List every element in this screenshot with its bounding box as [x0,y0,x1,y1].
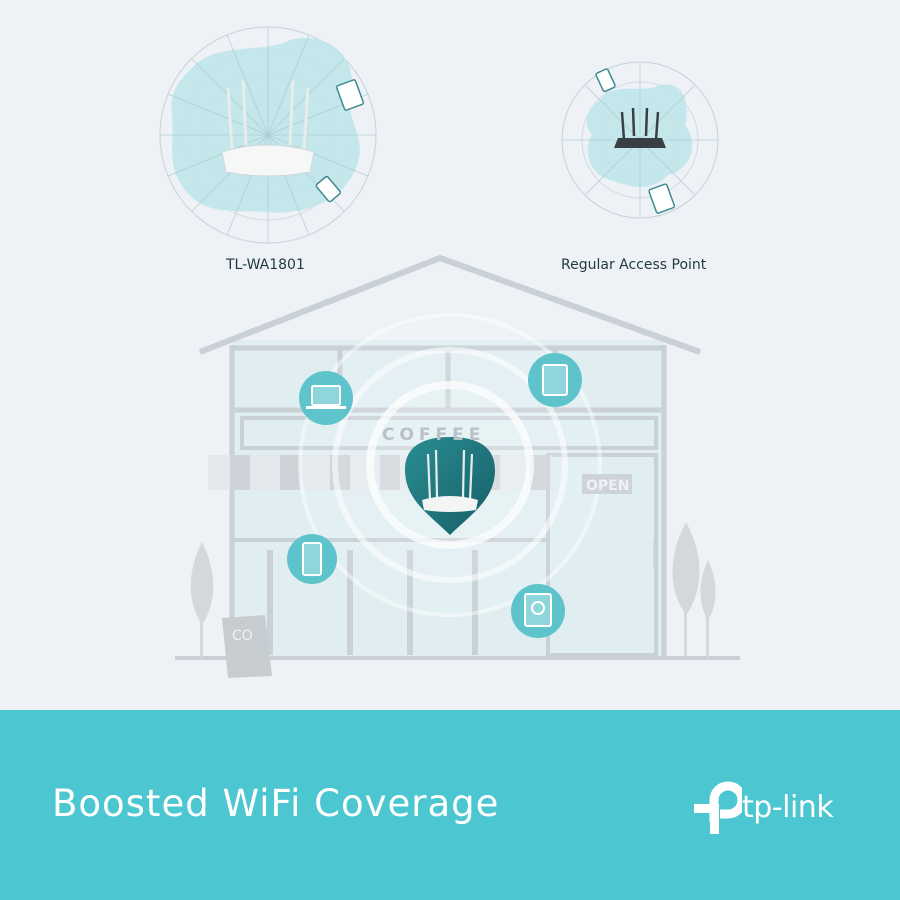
phone-icon [302,542,322,576]
laptop-bubble [299,371,353,425]
regular-router-icon [614,107,666,148]
regular-ap-label: Regular Access Point [561,257,707,273]
speaker-icon [524,593,552,627]
phone-icon [315,175,342,203]
coffee-sign: COFFEE [382,425,485,445]
speaker-bubble [511,584,565,638]
tl-wa1801-location-pin [405,437,495,535]
headline: Boosted WiFi Coverage [52,782,500,825]
tablet-bubble [528,353,582,407]
coverage-blob [586,84,693,187]
tablet-icon [648,183,676,214]
tp-link-logo: tp-link [692,776,862,842]
tree-icon [672,522,716,658]
regular-ap-coverage-diagram [561,61,719,219]
open-sign [582,474,632,494]
coverage-blob [171,38,360,213]
brand-name: tp-link [742,790,834,825]
footer-banner [0,710,900,900]
open-sign-text: OPEN [586,478,629,494]
tl-wa1801-coverage-diagram [159,26,377,244]
chalkboard-sign: CO [222,615,272,678]
tl-wa1801-label: TL-WA1801 [226,257,305,273]
tablet-icon [335,79,365,111]
tp-link-logo-mark [694,781,747,834]
tablet-icon [542,364,568,396]
laptop-icon [306,385,346,409]
tl-wa1801-router-icon [221,79,315,177]
svg-text:CO: CO [232,628,253,644]
phone-bubble [287,534,337,584]
tree-icon [190,542,214,658]
phone-icon [595,68,616,93]
